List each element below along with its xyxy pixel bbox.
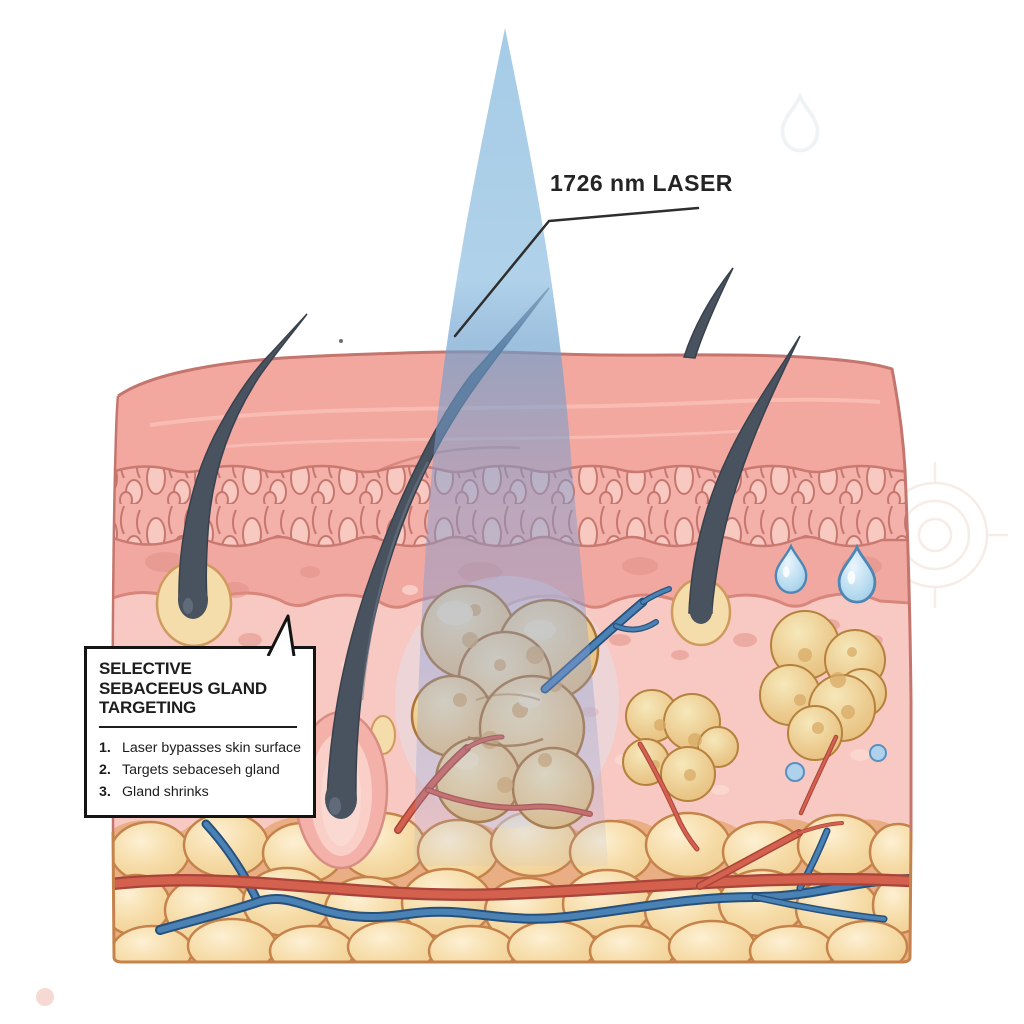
sebaceous-gland-mid	[622, 689, 739, 802]
callout-title-line: SELECTIVE	[99, 659, 192, 678]
step-number: 2.	[99, 762, 111, 779]
laser-label-pointer-line	[453, 206, 700, 338]
step-number: 1.	[99, 740, 111, 757]
callout-pointer-spike	[266, 614, 296, 656]
hair-right-short	[682, 267, 734, 359]
surface-speck	[339, 339, 343, 343]
sweat-droplet	[837, 543, 877, 604]
step-text: Targets sebaceseh gland	[122, 762, 280, 779]
callout-title-line: SEBACEEUS GLAND	[99, 678, 267, 698]
step-text: Gland shrinks	[122, 784, 209, 801]
vein-subcutaneous	[155, 819, 912, 935]
callout-box: SELECTIVE SEBACEEUS GLAND TARGETING 1. L…	[84, 646, 316, 819]
hair-right	[688, 335, 801, 624]
sweat-droplet	[774, 543, 808, 594]
step-number: 3.	[99, 784, 111, 801]
step-text: Laser bypasses skin surface	[122, 740, 302, 757]
watermark-target-circles	[862, 462, 1008, 608]
callout-title-line: TARGETING	[99, 698, 197, 718]
callout-divider	[99, 726, 297, 729]
callout-step: 3. Gland shrinks	[99, 781, 305, 803]
gland-spots	[794, 647, 857, 734]
hair-center	[325, 287, 550, 819]
moisture-dot	[869, 744, 887, 762]
epidermis-highlight	[149, 397, 881, 427]
callout-step: 2. Targets sebaceseh gland	[99, 759, 305, 781]
watermark-droplet-outline	[780, 92, 820, 153]
gland-spots	[650, 719, 702, 781]
watermark-pink-dot	[36, 988, 54, 1006]
moisture-dot	[785, 762, 805, 782]
laser-wavelength-label: 1726 nm LASER	[550, 170, 733, 196]
artery-subcutaneous	[112, 821, 912, 902]
laser-beam	[414, 28, 608, 866]
hair-left	[178, 313, 308, 619]
callout-step: 1. Laser bypasses skin surface	[99, 737, 305, 759]
